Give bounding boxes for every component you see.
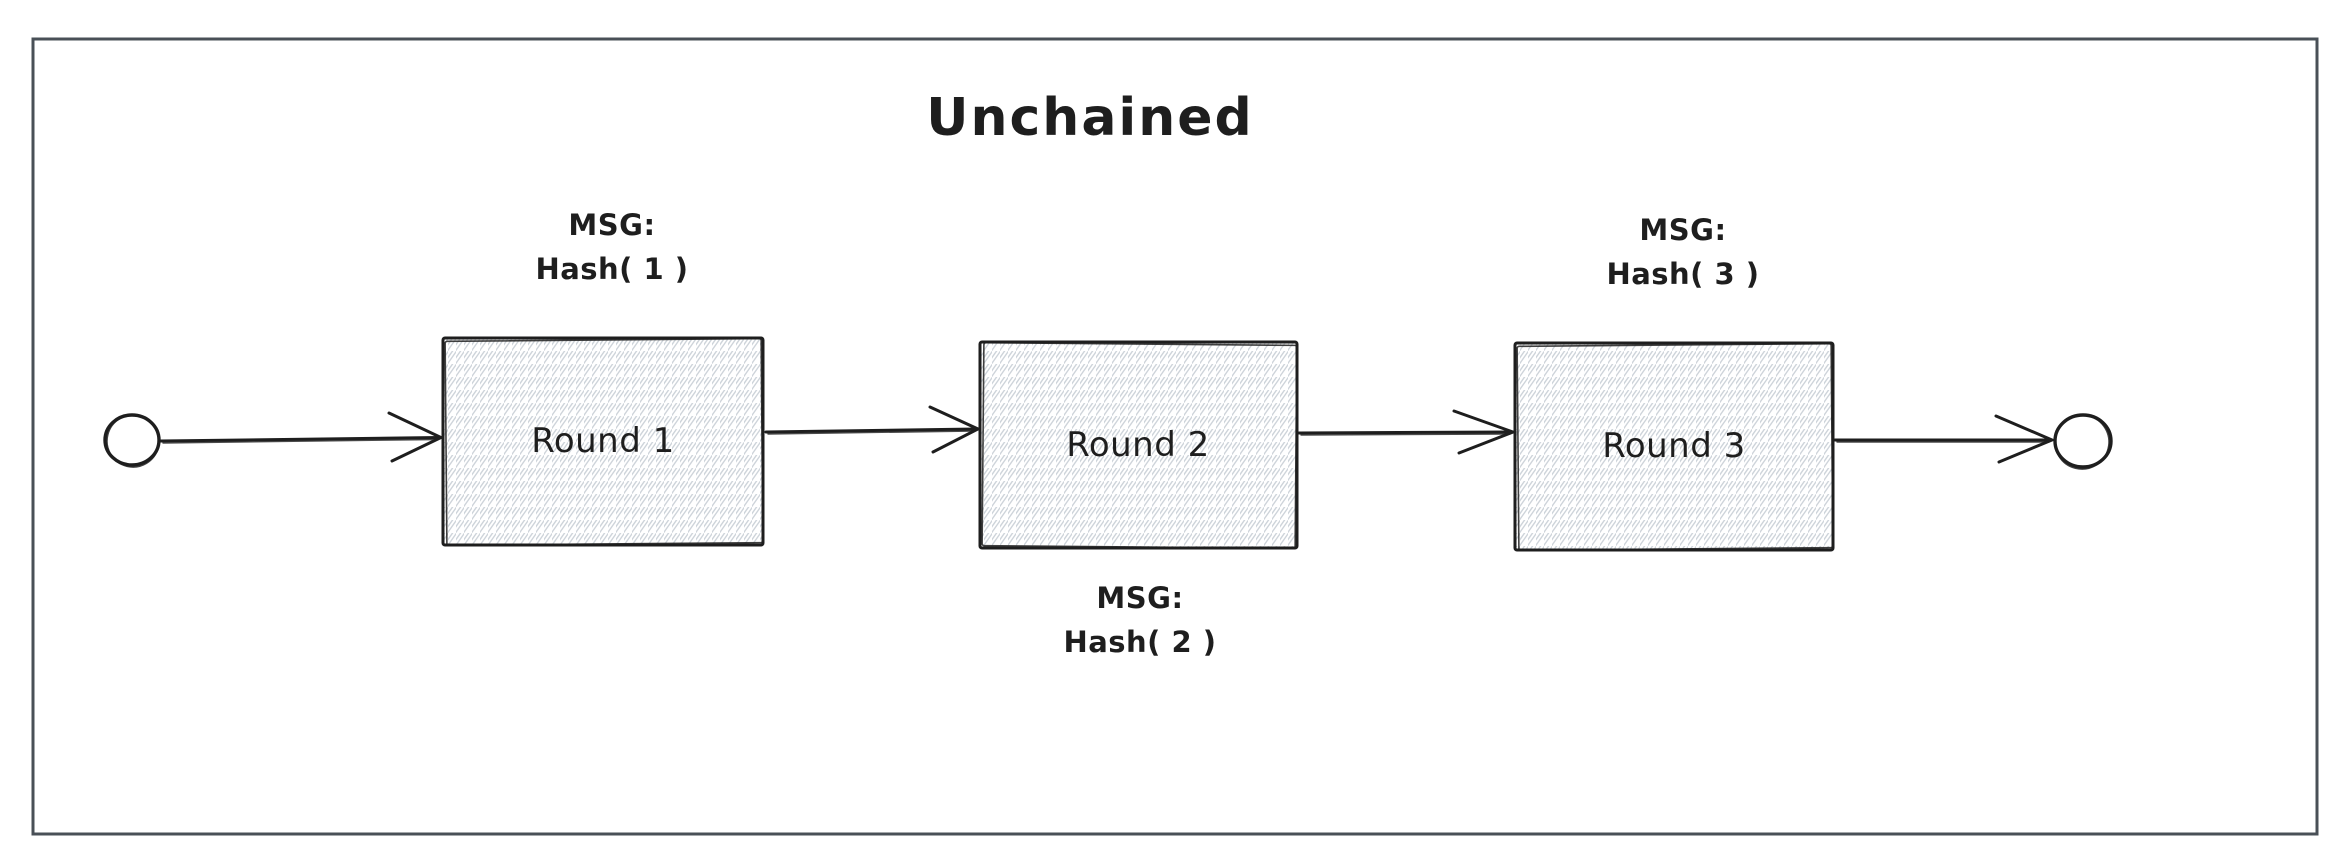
round-2-box[interactable] <box>978 340 1299 550</box>
end-node[interactable] <box>2049 409 2114 474</box>
round-3-border <box>1513 341 1835 552</box>
arrow-round3-to-end <box>1833 414 2056 464</box>
msg-hash-2-line2: Hash( 2 ) <box>1063 625 1217 659</box>
round-3-box[interactable] <box>1513 341 1835 552</box>
arrow-round2-to-round3 <box>1297 409 1518 455</box>
start-node[interactable] <box>101 409 164 472</box>
round-1-label: Round 1 <box>531 421 675 461</box>
msg-hash-3-line2: Hash( 3 ) <box>1606 257 1760 291</box>
round-2-border <box>978 340 1299 550</box>
round-3-border-overstroke <box>1516 342 1834 552</box>
arrow-start-to-round1 <box>159 411 445 463</box>
end-node-circle-overstroke <box>2054 414 2110 470</box>
round-2-label: Round 2 <box>1066 425 1210 465</box>
msg-hash-3-line1: MSG: <box>1639 213 1727 247</box>
round-2-border-overstroke <box>981 341 1298 550</box>
round-1-box[interactable] <box>441 336 765 547</box>
round-3-label: Round 3 <box>1602 426 1746 466</box>
diagram-title: Unchained <box>926 88 1254 148</box>
msg-hash-3-label: MSG: Hash( 3 ) <box>1606 208 1759 296</box>
msg-hash-2-line1: MSG: <box>1096 581 1184 615</box>
round-1-border-overstroke <box>444 337 764 547</box>
msg-hash-2-label: MSG: Hash( 2 ) <box>1063 576 1216 664</box>
arrow-round1-to-round2 <box>764 405 982 454</box>
msg-hash-1-line1: MSG: <box>568 208 656 242</box>
round-3-fill <box>1515 343 1833 550</box>
start-node-circle-overstroke <box>106 414 160 468</box>
round-2-fill <box>980 342 1297 548</box>
round-1-fill <box>443 338 763 545</box>
outer-frame <box>31 37 2319 836</box>
msg-hash-1-label: MSG: Hash( 1 ) <box>535 203 688 291</box>
round-1-border <box>441 336 765 547</box>
msg-hash-1-line2: Hash( 1 ) <box>535 252 689 286</box>
